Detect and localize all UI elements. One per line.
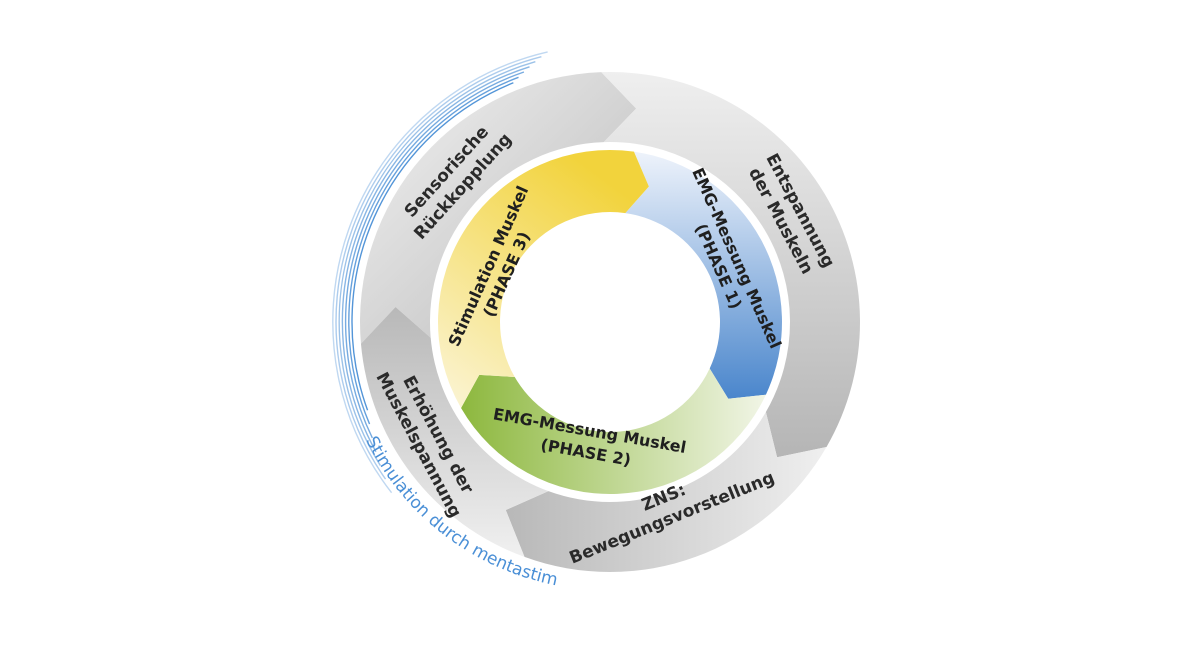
- inner-ring: [438, 150, 783, 494]
- blue-arc-line: [332, 51, 548, 494]
- inner-segment-phase3: [438, 150, 649, 408]
- blue-arc-line: [335, 56, 542, 480]
- blue-arc-line: [338, 61, 536, 466]
- blue-arc-line: [348, 76, 519, 425]
- inner-segment-phase1: [625, 151, 783, 399]
- outer-segment-1: [360, 72, 637, 344]
- outer-segment-2: [601, 72, 860, 458]
- blue-arc-lines: [332, 51, 548, 494]
- blue-arc-line: [351, 82, 514, 411]
- inner-segment-phase2: [461, 368, 766, 494]
- outer-segment-4: [360, 307, 549, 557]
- outer-segment-3: [505, 412, 827, 573]
- outer-ring: [360, 72, 860, 573]
- blue-arc-line: [344, 71, 525, 439]
- blue-arc-line: [341, 66, 530, 453]
